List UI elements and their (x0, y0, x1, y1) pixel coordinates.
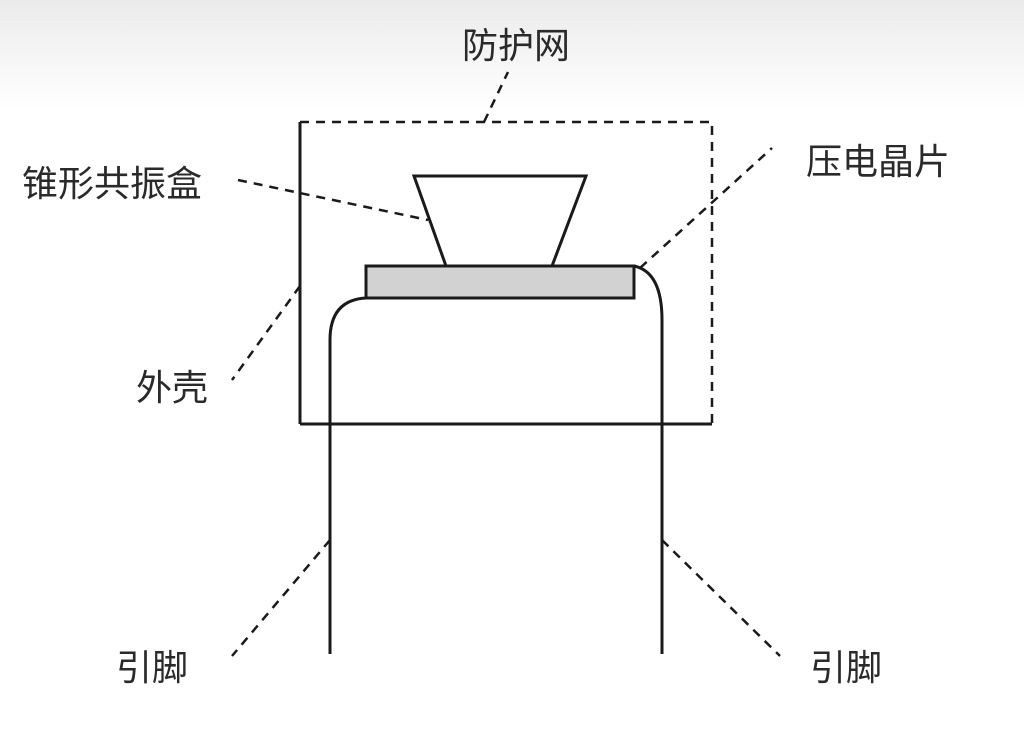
label-housing: 外壳 (136, 368, 208, 409)
piezo-chip-shape (364, 264, 636, 300)
label-piezo-chip: 压电晶片 (806, 142, 950, 183)
pin-left-lead (328, 296, 367, 654)
label-protective-mesh: 防护网 (462, 26, 570, 67)
pin-right-lead (633, 264, 664, 654)
leader-pin-left (231, 539, 331, 657)
cone-resonator-shape (411, 174, 589, 268)
leader-piezo-chip (639, 147, 773, 269)
label-pin-right: 引脚 (810, 648, 882, 689)
leader-pin-right (661, 539, 781, 657)
leader-protective-mesh (482, 71, 510, 123)
protective-mesh-outline (300, 120, 714, 424)
label-pin-left: 引脚 (116, 648, 188, 689)
leader-cone-resonator (237, 178, 429, 222)
label-cone-resonator: 锥形共振盒 (22, 164, 202, 205)
leader-housing (230, 285, 302, 381)
